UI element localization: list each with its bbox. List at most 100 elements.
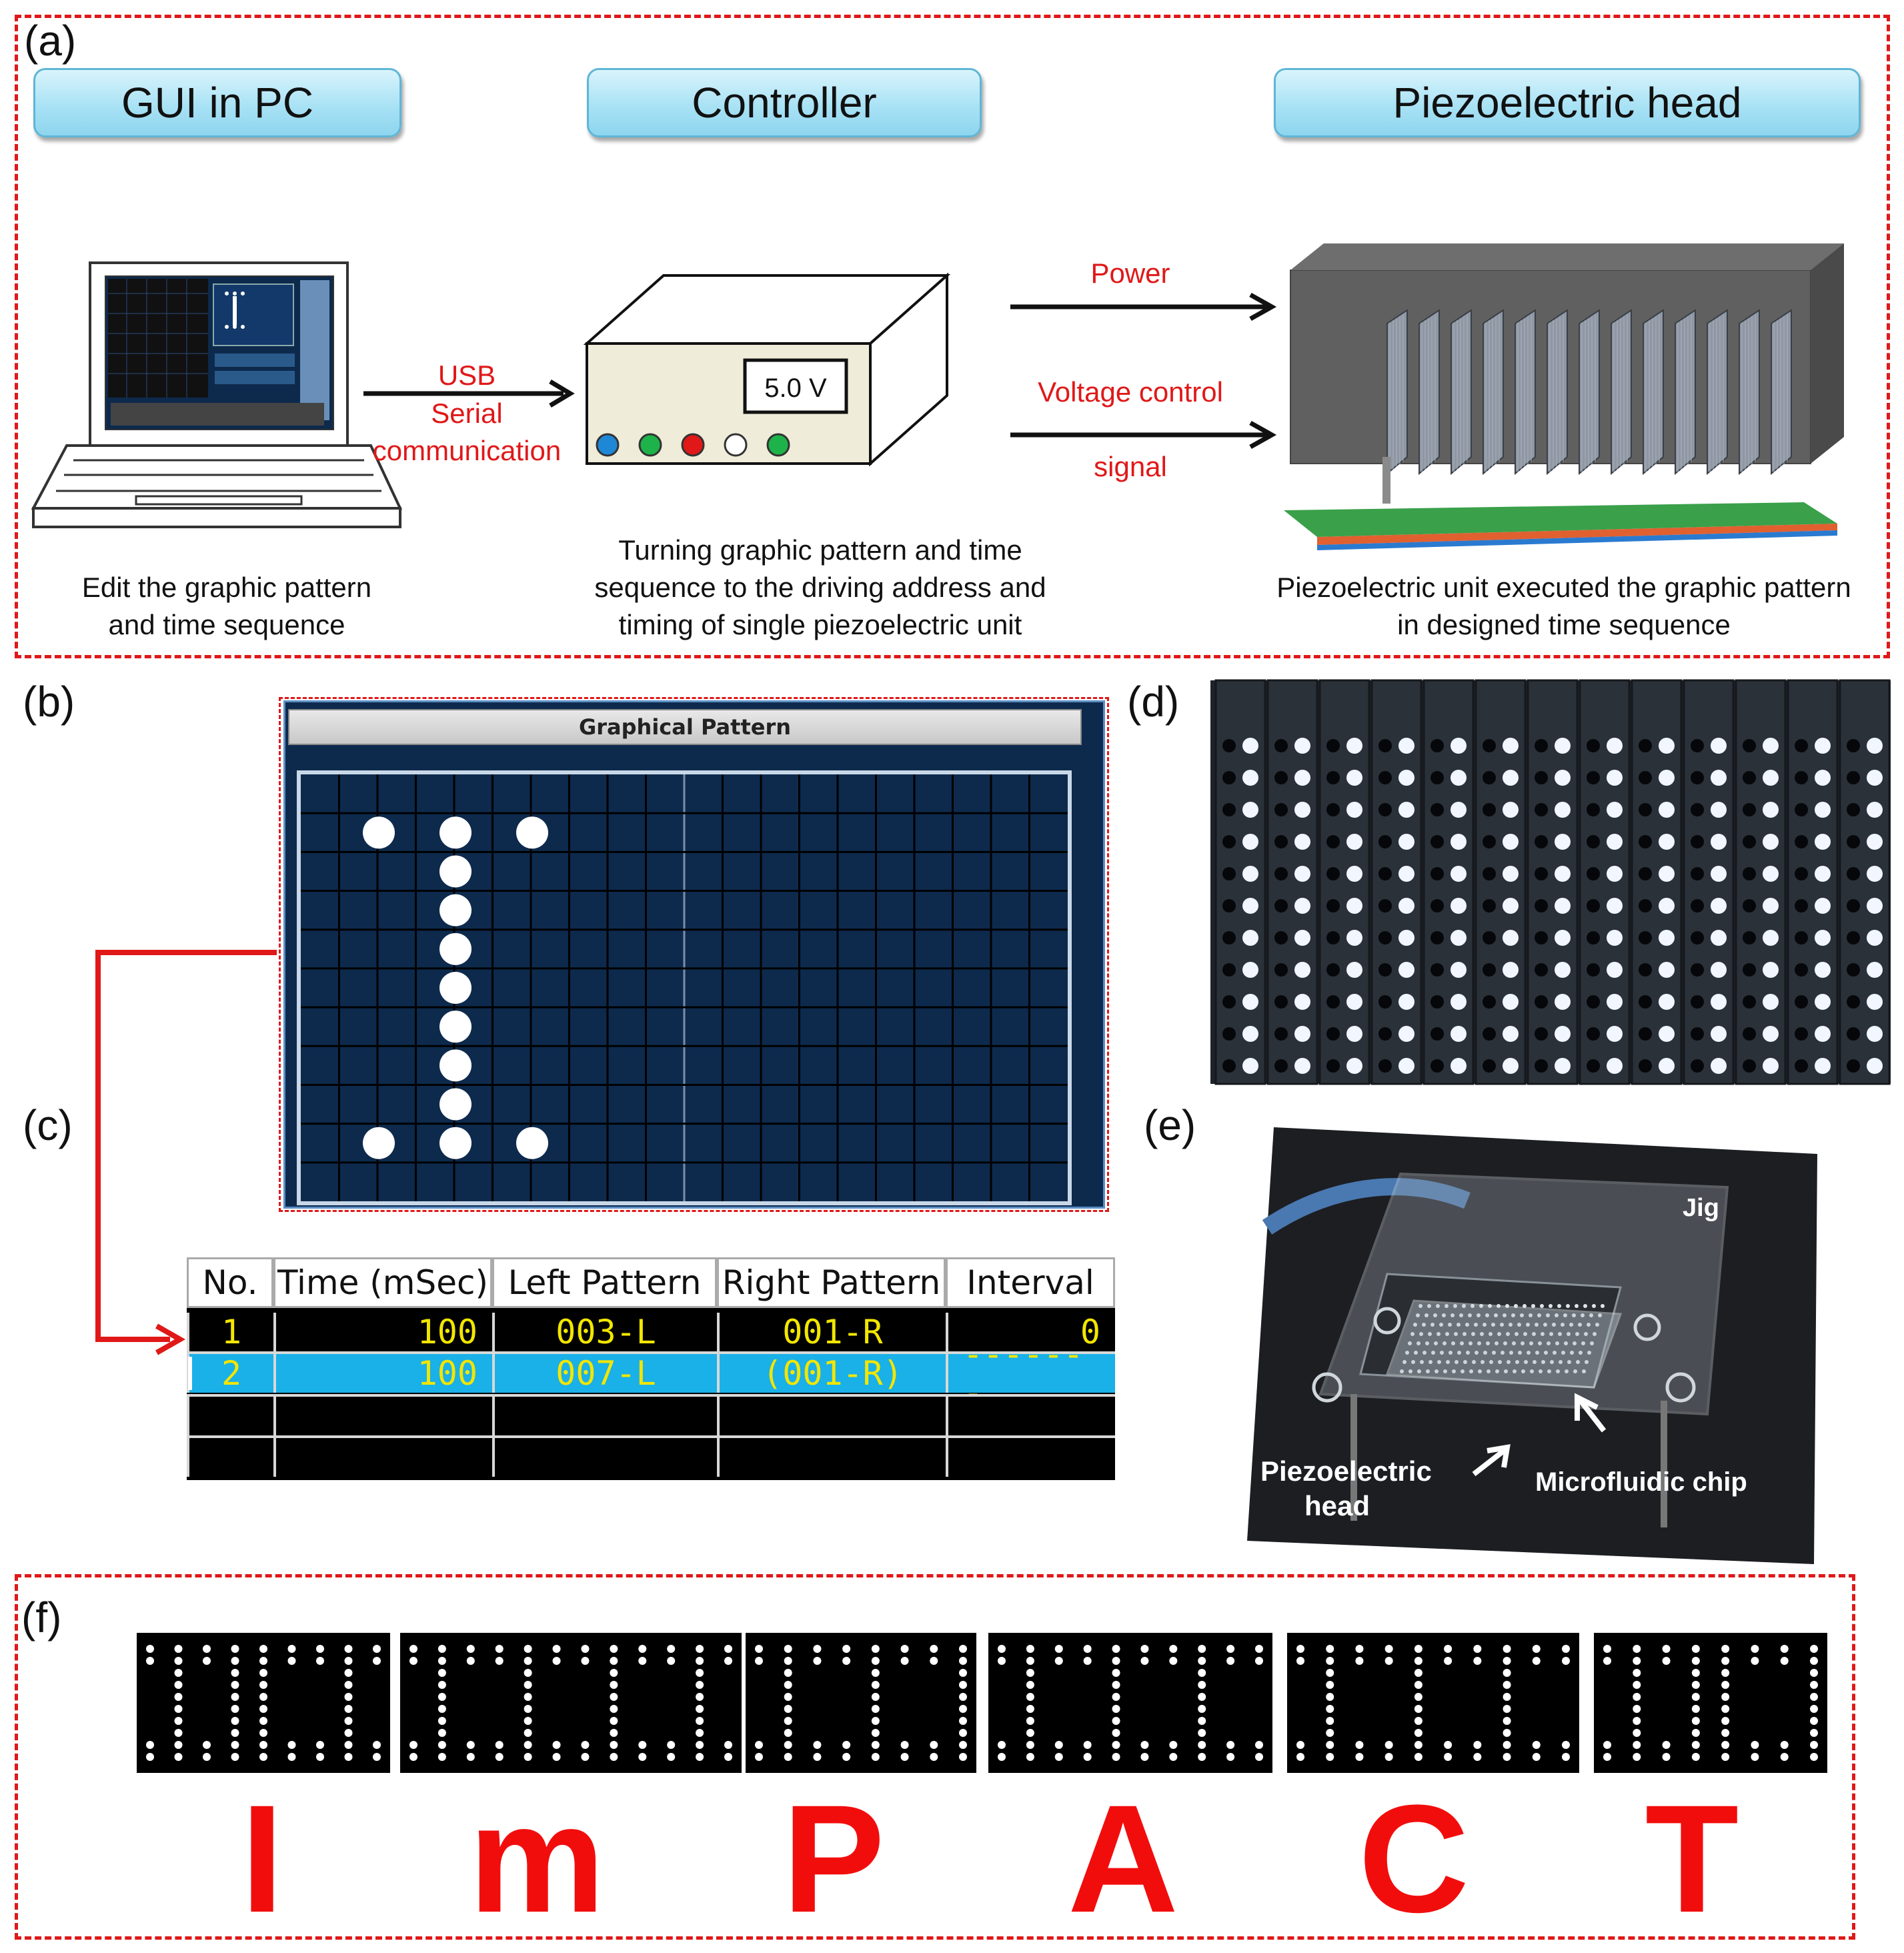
pattern-dot	[516, 816, 548, 849]
pattern-dot	[439, 972, 471, 1004]
table-cell: 2	[187, 1354, 273, 1393]
pattern-dot	[516, 1127, 548, 1159]
pattern-dot	[363, 1127, 395, 1159]
microfluidic-chip-label: Microfluidic chip	[1535, 1467, 1747, 1497]
selected-row-marker	[188, 1357, 192, 1390]
controller-caption-line-2: sequence to the driving address and	[594, 572, 1046, 603]
piezo-array-photo	[1210, 679, 1891, 1085]
controller-caption: Turning graphic pattern and time sequenc…	[554, 532, 1087, 644]
panel-f-frame	[15, 1574, 1855, 1940]
pattern-dot	[439, 1088, 471, 1121]
piezo-caption-line-1: Piezoelectric unit executed the graphic …	[1276, 572, 1851, 603]
serial-label: Serial	[431, 398, 503, 429]
table-cell	[187, 1438, 273, 1477]
pattern-tile-dots	[1603, 1645, 1818, 1761]
laptop-illustration	[31, 261, 403, 528]
piezo-caption: Piezoelectric unit executed the graphic …	[1237, 569, 1891, 644]
pattern-tile-5	[1287, 1633, 1579, 1773]
piezo-head-label-line-1: Piezoelectric	[1260, 1455, 1432, 1487]
led-4-icon	[724, 433, 748, 457]
table-cell	[946, 1397, 1115, 1435]
pattern-tile-4	[988, 1633, 1272, 1773]
pattern-tile-dots	[1296, 1645, 1570, 1761]
connector-arrow	[95, 950, 277, 1355]
power-arrow	[1010, 292, 1277, 321]
table-row[interactable]	[187, 1397, 1115, 1435]
usb-arrow	[363, 379, 575, 408]
table-header-1: Time (mSec)	[273, 1257, 492, 1308]
communication-label: communication	[372, 435, 562, 466]
table-header-4: Interval	[946, 1257, 1115, 1308]
table-cell: 001-R	[717, 1313, 946, 1351]
pattern-tile-2	[400, 1633, 742, 1773]
gui-caption: Edit the graphic pattern and time sequen…	[40, 569, 413, 644]
pattern-tile-dots	[998, 1645, 1263, 1761]
panel-a-label: (a)	[24, 17, 77, 65]
graphical-pattern-title: Graphical Pattern	[288, 709, 1082, 745]
table-header-3: Right Pattern	[717, 1257, 946, 1308]
device-photo	[1247, 1127, 1817, 1564]
voltage-control-label: Voltage control	[1038, 376, 1223, 408]
table-cell	[273, 1397, 492, 1435]
impact-letter-2: m	[468, 1773, 606, 1944]
pattern-dot	[439, 816, 471, 849]
table-cell	[717, 1397, 946, 1435]
controller-caption-line-1: Turning graphic pattern and time	[618, 534, 1022, 566]
table-cell: (001-R)	[717, 1354, 946, 1393]
pattern-tile-dots	[755, 1645, 967, 1761]
pattern-tile-1	[137, 1633, 390, 1773]
piezo-head-label-line-2: head	[1304, 1490, 1370, 1521]
table-cell	[492, 1397, 717, 1435]
impact-letter-1: I	[241, 1773, 283, 1944]
jig-label: Jig	[1683, 1194, 1719, 1222]
table-header-0: No.	[187, 1257, 273, 1308]
header-gui-in-pc: GUI in PC	[33, 68, 401, 137]
header-piezoelectric-head: Piezoelectric head	[1274, 68, 1861, 137]
led-2-icon	[638, 433, 662, 457]
gui-caption-line-2: and time sequence	[108, 609, 345, 640]
panel-b-label: (b)	[23, 678, 75, 726]
usb-label: USB	[437, 360, 496, 391]
pattern-dot	[439, 1011, 471, 1043]
signal-label: signal	[1094, 451, 1167, 482]
table-cell: 003-L	[492, 1313, 717, 1351]
table-cell	[273, 1438, 492, 1477]
impact-letter-3: P	[782, 1773, 885, 1944]
impact-letter-4: A	[1067, 1773, 1179, 1944]
led-5-icon	[766, 433, 790, 457]
piezo-caption-line-2: in designed time sequence	[1397, 609, 1731, 640]
pattern-dot	[439, 894, 471, 926]
table-cell	[187, 1397, 273, 1435]
pattern-tile-3	[746, 1633, 976, 1773]
table-header-2: Left Pattern	[492, 1257, 717, 1308]
power-label: Power	[1090, 257, 1170, 289]
pattern-dots	[363, 816, 548, 1159]
impact-letter-6: T	[1645, 1773, 1739, 1944]
table-row[interactable]	[187, 1438, 1115, 1477]
panel-b-frame	[279, 697, 1109, 1212]
table-cell: 1	[187, 1313, 273, 1351]
table-cell: 100	[273, 1354, 492, 1393]
impact-letter-5: C	[1358, 1773, 1470, 1944]
controller-box	[583, 272, 951, 467]
pattern-dot	[439, 1049, 471, 1082]
controller-leds	[596, 433, 790, 457]
led-1-icon	[596, 433, 620, 457]
panel-a-frame	[15, 15, 1890, 658]
table-row[interactable]	[187, 1313, 1115, 1351]
panel-f-label: (f)	[21, 1593, 62, 1642]
pattern-dot	[439, 1127, 471, 1159]
table-cell	[492, 1438, 717, 1477]
table-row[interactable]	[187, 1354, 1115, 1393]
table-cell	[946, 1438, 1115, 1477]
pattern-tile-dots	[146, 1645, 381, 1761]
panel-c-label: (c)	[23, 1101, 73, 1149]
table-cell: 100	[273, 1313, 492, 1351]
pattern-tile-6	[1594, 1633, 1827, 1773]
pattern-grid[interactable]	[297, 770, 1072, 1205]
gui-caption-line-1: Edit the graphic pattern	[81, 572, 372, 603]
pattern-tile-dots	[409, 1645, 732, 1761]
panel-d-label: (d)	[1127, 678, 1180, 726]
controller-voltage-display: 5.0 V	[764, 374, 827, 403]
piezo-head-label: Piezoelectric head	[1260, 1454, 1432, 1523]
